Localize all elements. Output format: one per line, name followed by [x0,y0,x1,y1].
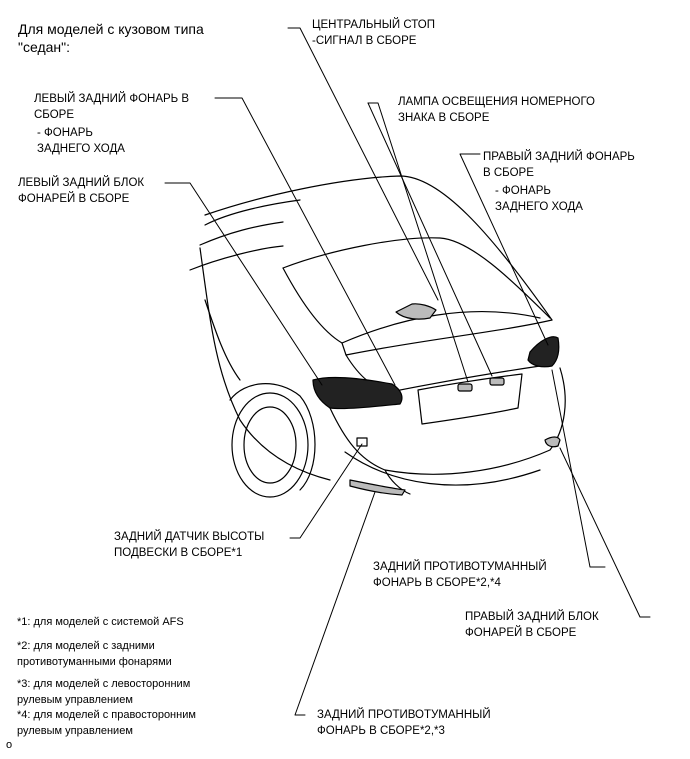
right-tail-lamp [527,336,560,368]
footnote-4: *4: для моделей с правосторонним рулевым… [17,709,196,737]
plate-lamp-left [457,383,473,392]
body-side [199,247,331,481]
label-right-rear-lamp-sub: - ФОНАРЬ ЗАДНЕГО ХОДА [495,185,583,213]
rear-wheel-inner [243,406,297,484]
label-fog-lamp-24: ЗАДНИЙ ПРОТИВОТУМАННЫЙ ФОНАРЬ В СБОРЕ*2,… [373,561,547,589]
label-right-rear-combo: ПРАВЫЙ ЗАДНИЙ БЛОК ФОНАРЕЙ В СБОРЕ [465,611,599,639]
model-note: Для моделей с кузовом типа "седан": [18,21,204,55]
figure-id: o [6,739,13,751]
fog-lamp-right [544,436,561,448]
rear-window-bottom [341,310,541,344]
label-left-rear-combo: ЛЕВЫЙ ЗАДНИЙ БЛОК ФОНАРЕЙ В СБОРЕ [18,177,145,205]
trunk-lid [341,319,553,356]
label-plate-lamp: ЛАМПА ОСВЕЩЕНИЯ НОМЕРНОГО ЗНАКА В СБОРЕ [398,96,595,124]
left-tail-lamp [312,376,403,410]
plate-lamp-right [489,377,505,386]
rear-wheel [231,392,309,498]
license-plate-recess [417,373,523,425]
label-left-rear-lamp-sub: - ФОНАРЬ ЗАДНЕГО ХОДА [37,127,125,155]
c-pillar-left [282,267,343,344]
label-fog-lamp-23: ЗАДНИЙ ПРОТИВОТУМАННЫЙ ФОНАРЬ В СБОРЕ*2,… [317,709,491,737]
footnote-3: *3: для моделей с левосторонним рулевым … [17,678,191,706]
label-central-stop: ЦЕНТРАЛЬНЫЙ СТОП -СИГНАЛ В СБОРЕ [312,19,436,47]
label-right-rear-lamp: ПРАВЫЙ ЗАДНИЙ ФОНАРЬ В СБОРЕ [483,151,635,179]
leader-lines [164,27,651,716]
rear-wheel-arch [229,383,316,491]
height-sensor [356,437,368,447]
footnote-1: *1: для моделей с системой AFS [17,616,184,628]
roof-outline [204,175,553,321]
rear-window-top [282,237,551,319]
fog-lamp-left [349,479,406,496]
label-height-sensor: ЗАДНИЙ ДАТЧИК ВЫСОТЫ ПОДВЕСКИ В СБОРЕ*1 [114,531,265,559]
label-left-rear-lamp: ЛЕВЫЙ ЗАДНИЙ ФОНАРЬ В СБОРЕ [34,93,190,121]
footnote-2: *2: для моделей с задними противотуманны… [17,640,172,668]
central-stop-lamp [395,303,437,320]
